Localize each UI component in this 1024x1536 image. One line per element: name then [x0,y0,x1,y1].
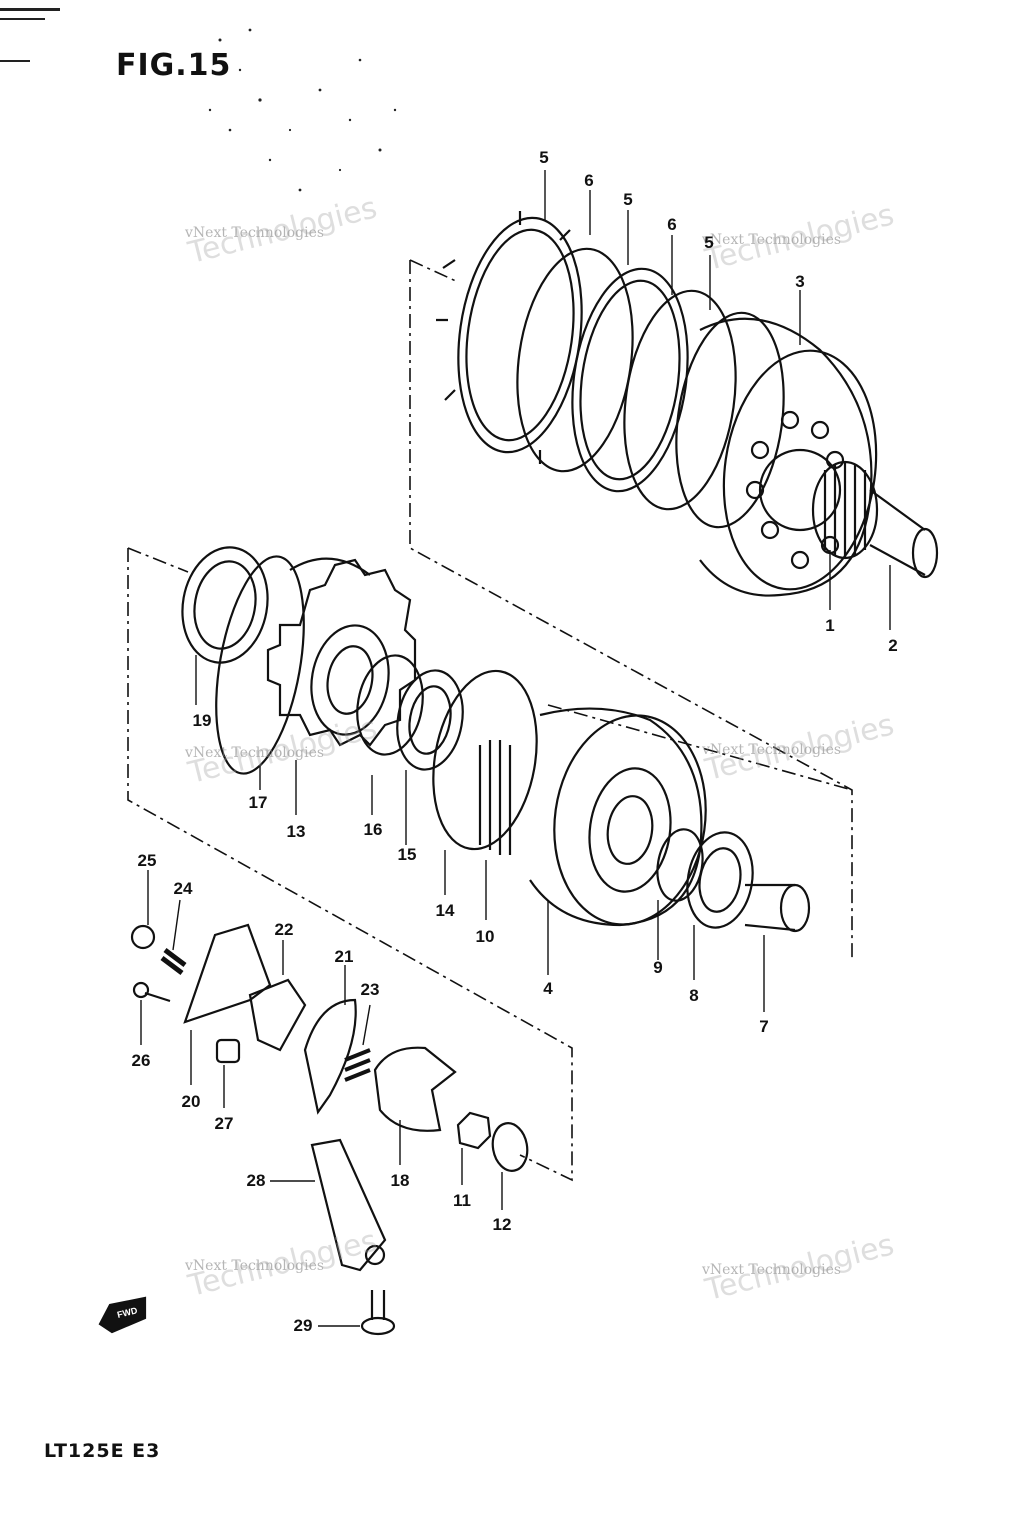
callout-12: 12 [492,1215,512,1234]
linkage-parts [130,923,529,1336]
callout-27: 27 [214,1114,234,1133]
callout-20: 20 [181,1092,201,1111]
callout-5: 5 [704,233,714,252]
clutch-plates [436,211,785,529]
callout-19: 19 [192,711,212,730]
callout-26: 26 [131,1051,151,1070]
boundary-lines [127,259,853,1182]
clutch-housing [478,707,707,927]
figure-title: FIG.15 [116,48,232,83]
callout-16: 16 [363,820,383,839]
callout-13: 13 [286,822,306,841]
callout-7: 7 [759,1017,769,1036]
callout-3: 3 [795,272,805,291]
callout-25: 25 [137,851,157,870]
callout-5: 5 [623,190,633,209]
callout-5: 5 [539,148,549,167]
callout-14: 14 [435,901,455,920]
callout-1: 1 [825,616,835,635]
gear-and-shaft [811,460,939,579]
callout-28: 28 [246,1171,266,1190]
callout-9: 9 [653,958,663,977]
callout-8: 8 [689,986,699,1005]
callout-24: 24 [173,879,193,898]
callout-11: 11 [453,1191,471,1210]
callout-29: 29 [293,1316,313,1335]
callout-15: 15 [397,845,417,864]
forward-arrow-label: FWD [116,1305,139,1320]
callout-23: 23 [360,980,380,999]
lower-stack [181,546,538,851]
callout-6: 6 [584,171,594,190]
callout-10: 10 [475,927,495,946]
callout-4: 4 [543,979,553,998]
right-bearings [656,828,811,933]
callout-17: 17 [248,793,268,812]
leader-lines [140,170,891,1327]
callout-6: 6 [667,215,677,234]
model-code: LT125E E3 [44,1440,161,1462]
callout-21: 21 [334,947,354,966]
callout-2: 2 [888,636,898,655]
callout-22: 22 [274,920,294,939]
scan-noise [0,8,397,192]
clutch-drum [699,317,878,597]
callout-18: 18 [390,1171,410,1190]
forward-arrow-icon: FWD [98,1296,147,1334]
